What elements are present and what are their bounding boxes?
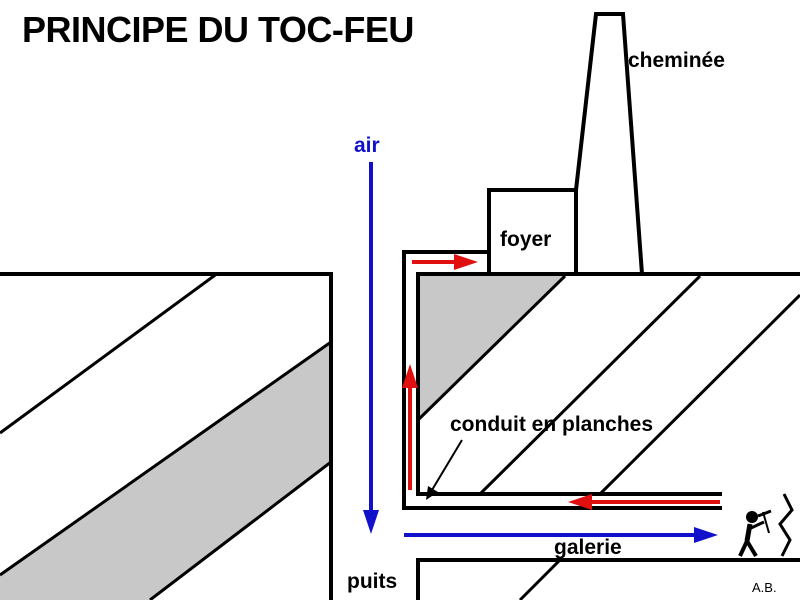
flow-arrow-right [412, 254, 478, 270]
left-rock-mass [0, 272, 333, 600]
diagram-title: PRINCIPE DU TOC-FEU [22, 9, 414, 50]
shaft-label: puits [347, 570, 397, 593]
bottom-rock-mass [416, 558, 800, 600]
author-signature: A.B. [752, 580, 777, 595]
miner-icon [738, 509, 772, 558]
left-rock-shaded-band [0, 342, 331, 600]
gallery-label: galerie [554, 536, 622, 559]
chimney [574, 12, 645, 276]
flow-arrows [402, 254, 720, 510]
hearth-label: foyer [500, 228, 551, 251]
air-label: air [354, 134, 380, 157]
air-arrows [363, 162, 718, 543]
board-duct [402, 250, 722, 510]
air-arrow-right [404, 527, 718, 543]
chimney-label: cheminée [628, 49, 725, 72]
flow-arrow-left [568, 494, 720, 510]
air-arrow-down [363, 162, 379, 534]
duct-label: conduit en planches [450, 413, 653, 436]
flow-arrow-up [402, 364, 418, 490]
hearth-box [487, 188, 578, 276]
gallery-end-wall [778, 493, 794, 557]
duct-pointer [426, 439, 463, 500]
right-rock-mass [416, 272, 800, 496]
